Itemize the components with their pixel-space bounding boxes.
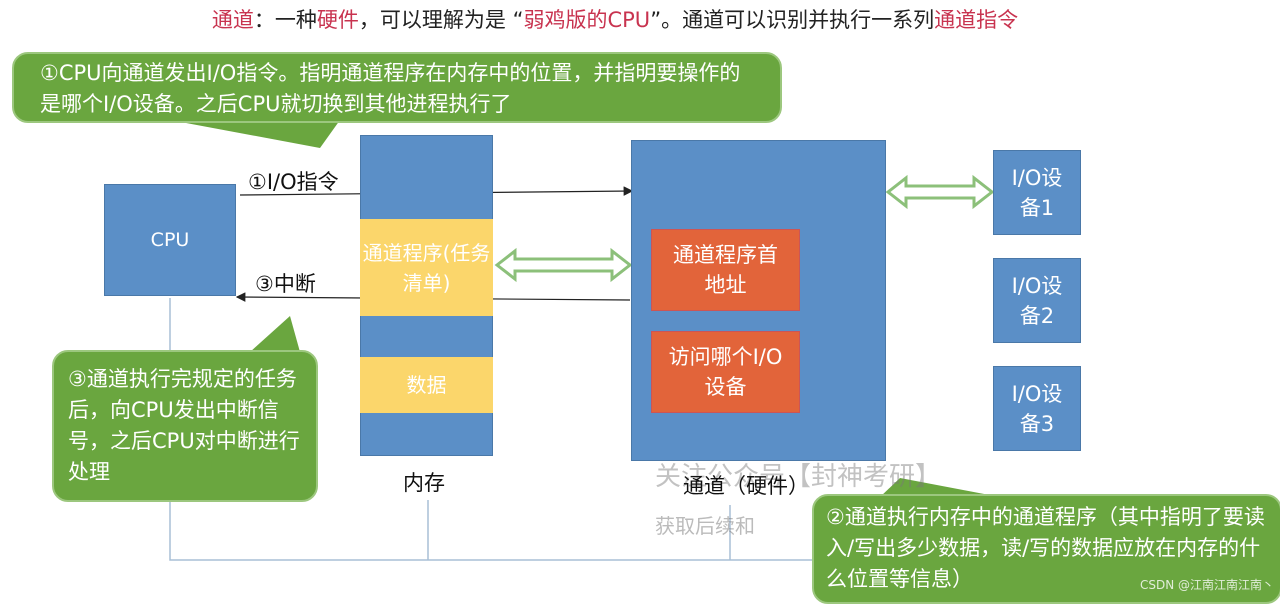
memory-channel-double-arrow	[494, 247, 633, 283]
program-address-box: 通道程序首地址	[651, 229, 800, 311]
io-command-label: ①I/O指令	[248, 170, 339, 194]
watermark-text-2: 获取后续和	[655, 514, 755, 538]
data-block: 数据	[360, 357, 493, 413]
channel-device-double-arrow	[885, 174, 995, 210]
callout-cpu-command: ①CPU向通道发出I/O指令。指明通道程序在内存中的位置，并指明要操作的是哪个I…	[12, 52, 782, 123]
callout-channel-exec: ②通道执行内存中的通道程序（其中指明了要读入/写出多少数据，读/写的数据应放在内…	[812, 494, 1280, 604]
page-title: 通道：一种硬件，可以理解为是 “弱鸡版的CPU”。通道可以识别并执行一系列通道指…	[211, 8, 1019, 32]
watermark-text: 关注公众号【封神考研】	[655, 462, 942, 492]
callout1-tail	[170, 120, 340, 148]
io-device-2: I/O设备2	[993, 258, 1081, 343]
csdn-watermark: CSDN @江南江南江南丶	[1140, 578, 1275, 592]
target-device-box: 访问哪个I/O设备	[651, 331, 800, 413]
memory-label: 内存	[403, 471, 445, 495]
callout2-tail	[880, 478, 1000, 497]
interrupt-label: ③中断	[255, 272, 316, 296]
callout-interrupt: ③通道执行完规定的任务后，向CPU发出中断信号，之后CPU对中断进行处理	[52, 350, 318, 502]
callout3-tail	[250, 316, 300, 352]
channel-label: 通道（硬件）	[683, 474, 809, 498]
channel-program-block: 通道程序(任务清单)	[360, 219, 493, 316]
io-device-3: I/O设备3	[993, 366, 1081, 451]
cpu-box: CPU	[104, 184, 236, 296]
io-device-1: I/O设备1	[993, 150, 1081, 235]
